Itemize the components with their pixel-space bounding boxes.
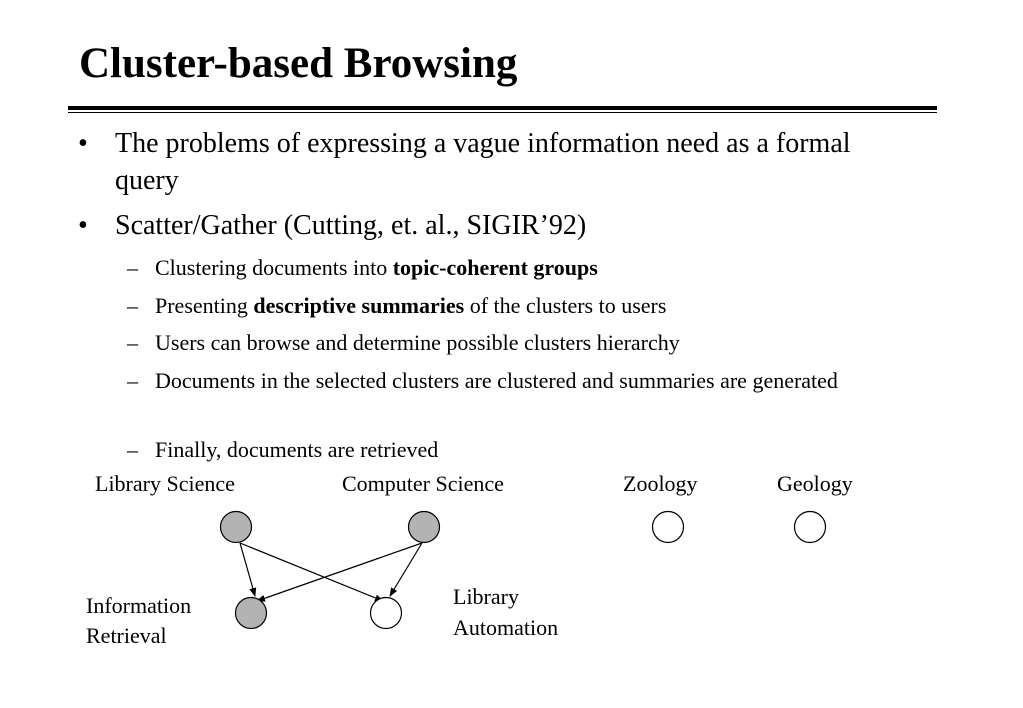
edge-computer-science-to-library-automation xyxy=(389,542,423,597)
node-geology xyxy=(793,510,827,544)
emphasis-text: descriptive summaries xyxy=(253,293,465,318)
edge-library-science-to-library-automation xyxy=(239,542,384,602)
bullet-text: The problems of expressing a vague infor… xyxy=(115,128,851,196)
bullet-text: Scatter/Gather (Cutting, et. al., SIGIR’… xyxy=(115,210,587,241)
label-geology: Geology xyxy=(777,471,853,496)
emphasis-text: topic-coherent groups xyxy=(392,255,598,280)
label-library-science: Library Science xyxy=(95,471,235,496)
subbullet-marker: – xyxy=(127,368,138,393)
edge-library-science-to-information-retrieval xyxy=(239,542,257,597)
node-library-automation xyxy=(369,596,403,630)
edge-computer-science-to-information-retrieval xyxy=(256,542,423,602)
subbullet-marker: – xyxy=(127,437,138,462)
node-computer-science xyxy=(407,510,441,544)
subbullet-marker: – xyxy=(127,255,138,280)
slide-title: Cluster-based Browsing xyxy=(79,40,518,87)
title-divider-thick xyxy=(68,106,937,110)
subbullet-marker: – xyxy=(127,330,138,355)
subbullet-marker: – xyxy=(127,293,138,318)
bullet-marker: • xyxy=(78,128,88,159)
label-computer-science: Computer Science xyxy=(342,471,504,496)
node-library-science xyxy=(219,510,253,544)
label-library-automation-line1: Library xyxy=(453,584,519,609)
bullet-marker: • xyxy=(78,210,88,241)
label-information-retrieval-line1: Information xyxy=(86,593,192,618)
label-zoology: Zoology xyxy=(623,471,698,496)
title-divider-thin xyxy=(68,112,937,113)
label-information-retrieval-line2: Retrieval xyxy=(86,623,167,648)
label-library-automation-line2: Automation xyxy=(453,615,559,640)
node-zoology xyxy=(651,510,685,544)
node-information-retrieval xyxy=(234,596,268,630)
